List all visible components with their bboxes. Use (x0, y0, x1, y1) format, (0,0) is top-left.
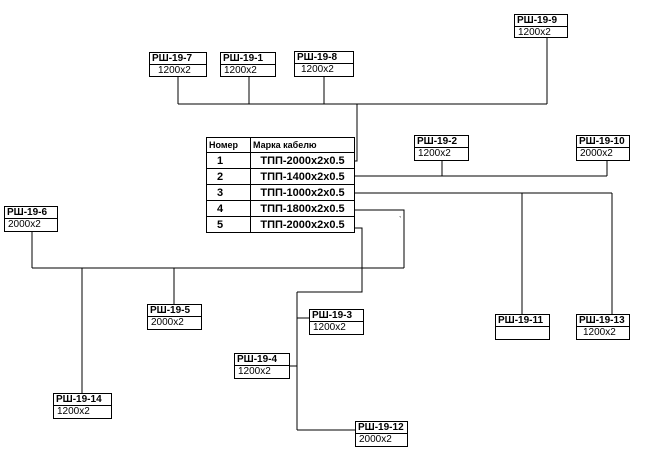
cabinet-rsh-19-11: РШ-19-11 (495, 314, 550, 340)
cabinet-rsh-19-6: РШ-19-6 2000x2 (4, 206, 58, 232)
cabinet-capacity: 1200x2 (518, 27, 551, 38)
cabinet-name: РШ-19-8 (295, 52, 353, 64)
table-row: 1 ТПП-2000x2x0.5 (206, 152, 355, 169)
cabinet-capacity: 1200x2 (224, 65, 257, 76)
row-cable-brand: ТПП-1800x2x0.5 (250, 200, 355, 217)
table-row: 2 ТПП-1400x2x0.5 (206, 168, 355, 185)
cabinet-capacity: 2000x2 (8, 219, 41, 230)
cabinet-rsh-19-4: РШ-19-4 1200x2 (234, 353, 290, 379)
cabinet-rsh-19-2: РШ-19-2 1200x2 (414, 135, 469, 161)
cabinet-capacity: 1200x2 (313, 322, 346, 333)
cabinet-capacity: 1200x2 (158, 65, 191, 76)
table-row: 5 ТПП-2000x2x0.5 (206, 216, 355, 233)
header-number: Номер (206, 137, 251, 153)
cabinet-name: РШ-19-9 (515, 15, 567, 27)
row-cable-brand: ТПП-2000x2x0.5 (250, 152, 355, 169)
table-header-row: Номер Марка кабелю (206, 137, 355, 153)
cabinet-name: РШ-19-3 (310, 310, 363, 322)
cabinet-rsh-19-1: РШ-19-1 1200x2 (220, 52, 276, 77)
cabinet-capacity: 1200x2 (301, 64, 334, 75)
cabinet-name: РШ-19-12 (356, 422, 407, 434)
cabinet-rsh-19-12: РШ-19-12 2000x2 (355, 421, 408, 447)
cabinet-name: РШ-19-14 (54, 394, 111, 406)
cabinet-rsh-19-10: РШ-19-10 2000x2 (576, 135, 630, 161)
cabinet-name: РШ-19-7 (150, 53, 206, 65)
cabinet-rsh-19-14: РШ-19-14 1200x2 (53, 393, 112, 419)
cabinet-name: РШ-19-11 (496, 315, 549, 327)
row-cable-brand: ТПП-1000x2x0.5 (250, 184, 355, 201)
cabinet-name: РШ-19-10 (577, 136, 629, 148)
cabinet-name: РШ-19-1 (221, 53, 275, 65)
cabinet-capacity: 1200x2 (57, 406, 90, 417)
row-cable-brand: ТПП-1400x2x0.5 (250, 168, 355, 185)
cabinet-rsh-19-5: РШ-19-5 2000x2 (147, 304, 202, 330)
cabinet-rsh-19-9: РШ-19-9 1200x2 (514, 14, 568, 38)
row-number: 2 (206, 168, 251, 185)
table-row: 3 ТПП-1000x2x0.5 (206, 184, 355, 201)
row-number: 1 (206, 152, 251, 169)
cabinet-name: РШ-19-5 (148, 305, 201, 317)
table-row: 4 ТПП-1800x2x0.5 (206, 200, 355, 217)
cabinet-rsh-19-8: РШ-19-8 1200x2 (294, 51, 354, 77)
cable-4-line (345, 209, 405, 268)
cable-legend-table: Номер Марка кабелю 1 ТПП-2000x2x0.5 2 ТП… (206, 137, 355, 233)
cabinet-capacity: 1200x2 (418, 148, 451, 159)
cabinet-name: РШ-19-4 (235, 354, 289, 366)
stray-tick-mark: ˎ (399, 209, 402, 218)
cabinet-rsh-19-7: РШ-19-7 1200x2 (149, 52, 207, 77)
cabinet-rsh-19-3: РШ-19-3 1200x2 (309, 309, 364, 335)
cabinet-capacity: 2000x2 (151, 317, 184, 328)
cabinet-name: РШ-19-2 (415, 136, 468, 148)
cabinet-rsh-19-13: РШ-19-13 1200x2 (576, 314, 630, 340)
header-cable-brand: Марка кабелю (250, 137, 355, 153)
row-cable-brand: ТПП-2000x2x0.5 (250, 216, 355, 233)
cable-5-line (297, 227, 363, 293)
cabinet-capacity: 1200x2 (238, 366, 271, 377)
cabinet-capacity: 1200x2 (583, 327, 616, 338)
cabinet-capacity: 2000x2 (580, 148, 613, 159)
row-number: 5 (206, 216, 251, 233)
cabinet-capacity: 2000x2 (359, 434, 392, 445)
cabinet-name: РШ-19-6 (5, 207, 57, 219)
row-number: 3 (206, 184, 251, 201)
cabinet-name: РШ-19-13 (577, 315, 629, 327)
row-number: 4 (206, 200, 251, 217)
